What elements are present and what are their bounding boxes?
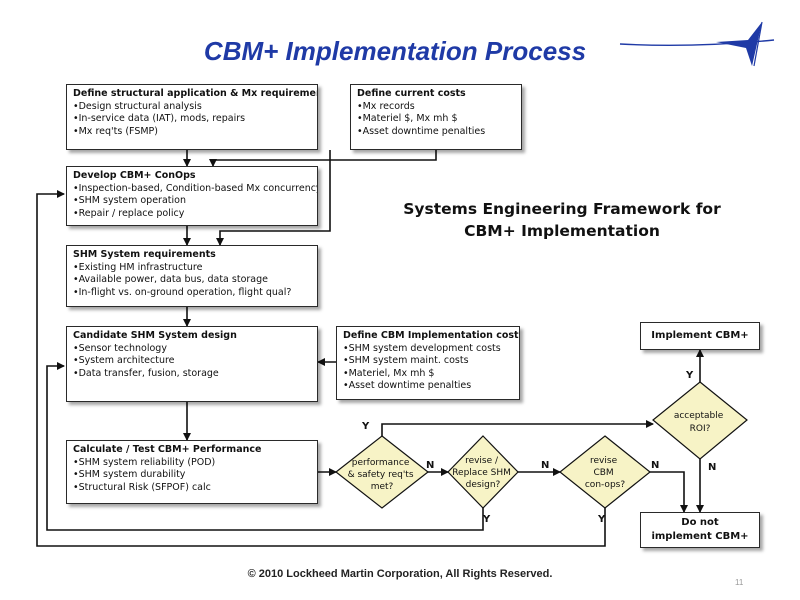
box-define-cbm-costs: Define CBM Implementation costs •SHM sys…: [336, 326, 520, 400]
box-item: •Repair / replace policy: [73, 207, 185, 219]
arrow-costs-to-conops: [209, 150, 437, 167]
label-revise-shm-no: N: [541, 460, 549, 471]
decision-roi-line: ROI?: [690, 424, 711, 434]
label-revise-cbm-bottom-yes: Y: [597, 514, 606, 525]
box-item: •Design structural analysis: [73, 100, 202, 112]
decision-revise-cbm-line: revise: [590, 456, 618, 466]
decision-performance-line: performance: [352, 458, 410, 468]
box-item: •Asset downtime penalties: [357, 125, 486, 137]
box-title: Define current costs: [357, 88, 466, 99]
loop-revise-cbm-to-conops: [36, 190, 606, 547]
box-item: •Available power, data bus, data storage: [73, 274, 268, 285]
box-item: •Inspection-based, Condition-based Mx co…: [73, 182, 318, 194]
box-calculate-test-performance: Calculate / Test CBM+ Performance •SHM s…: [66, 440, 318, 504]
decision-revise-cbm-text: revise CBM con-ops?: [585, 456, 625, 490]
decision-revise-cbm-line: CBM: [593, 468, 613, 478]
box-title: Calculate / Test CBM+ Performance: [73, 444, 262, 455]
box-item: •Mx req'ts (FSMP): [73, 125, 158, 137]
box-develop-conops: Develop CBM+ ConOps •Inspection-based, C…: [66, 166, 318, 226]
box-item: •Data transfer, fusion, storage: [73, 367, 219, 379]
decision-performance: [335, 435, 429, 509]
box-item: •SHM system development costs: [343, 342, 501, 354]
copyright-footer: © 2010 Lockheed Martin Corporation, All …: [247, 568, 553, 580]
box-do-not-implement: Do not implement CBM+: [640, 512, 760, 548]
box-title: Develop CBM+ ConOps: [73, 170, 196, 181]
box-line: Do not: [681, 517, 719, 528]
arrow-costs-bypass-to-shm-req: [216, 150, 331, 246]
box-item: •In-flight vs. on-ground operation, flig…: [73, 286, 292, 298]
label-roi-no: N: [708, 462, 716, 473]
slide-title: CBM+ Implementation Process: [203, 36, 587, 66]
box-item: •Existing HM infrastructure: [73, 261, 203, 273]
framework-title-line: CBM+ Implementation: [464, 222, 660, 240]
decision-roi-text: acceptable ROI?: [674, 411, 726, 434]
framework-title: Systems Engineering Framework for CBM+ I…: [392, 198, 732, 242]
decision-revise-cbm-line: con-ops?: [585, 480, 625, 490]
decision-performance-text: performance & safety req'ts met?: [348, 458, 417, 492]
decision-revise-cbm: [559, 435, 651, 509]
box-item: •SHM system maint. costs: [343, 355, 469, 366]
box-item: •SHM system reliability (POD): [73, 456, 216, 468]
decision-revise-shm-line: Replace SHM: [452, 468, 511, 478]
decision-revise-shm-line: revise /: [465, 456, 499, 466]
decision-revise-shm-text: revise / Replace SHM design?: [452, 456, 514, 490]
label-roi-yes: Y: [685, 370, 694, 381]
box-item: •SHM system operation: [73, 195, 186, 206]
box-item: •Mx records: [357, 100, 415, 112]
box-item: •Materiel $, Mx mh $: [357, 113, 458, 124]
label-performance-bottom-yes: Y: [482, 514, 491, 525]
loop-revise-shm-to-candidate: [46, 362, 484, 531]
decision-roi: [652, 381, 748, 460]
box-title: Candidate SHM System design: [73, 330, 237, 341]
decision-roi-line: acceptable: [674, 411, 724, 421]
star-logo-icon: [619, 21, 775, 67]
box-implement-cbm: Implement CBM+: [640, 322, 760, 350]
decision-performance-line: & safety req'ts: [348, 470, 414, 480]
box-item: •In-service data (IAT), mods, repairs: [73, 113, 246, 124]
label-revise-cbm-no: N: [651, 460, 659, 471]
box-item: •SHM system durability: [73, 469, 186, 480]
box-shm-requirements: SHM System requirements •Existing HM inf…: [66, 245, 318, 307]
box-define-structural: Define structural application & Mx requi…: [66, 84, 318, 150]
box-define-current-costs: Define current costs •Mx records •Materi…: [350, 84, 522, 150]
box-candidate-shm-design: Candidate SHM System design •Sensor tech…: [66, 326, 318, 402]
decision-performance-line: met?: [371, 482, 394, 492]
arrow-revise-cbm-to-do-not: [650, 471, 688, 513]
arrow-performance-to-roi: [381, 420, 654, 436]
label-performance-yes: Y: [361, 421, 370, 432]
box-title: Define CBM Implementation costs: [343, 330, 520, 341]
box-item: •Materiel, Mx mh $: [343, 367, 435, 379]
decision-revise-shm: [447, 435, 519, 509]
framework-title-line: Systems Engineering Framework for: [403, 200, 721, 218]
box-line: implement CBM+: [651, 531, 749, 542]
box-item: •Sensor technology: [73, 342, 167, 354]
box-item: •System architecture: [73, 355, 175, 366]
box-item: •Asset downtime penalties: [343, 380, 472, 391]
decision-revise-shm-line: design?: [466, 480, 501, 490]
box-line: Implement CBM+: [651, 330, 749, 341]
box-item: •Structural Risk (SFPOF) calc: [73, 481, 211, 493]
page-number: 11: [735, 578, 744, 587]
box-title: SHM System requirements: [73, 249, 216, 260]
label-performance-no: N: [426, 460, 434, 471]
box-title: Define structural application & Mx requi…: [73, 88, 318, 99]
